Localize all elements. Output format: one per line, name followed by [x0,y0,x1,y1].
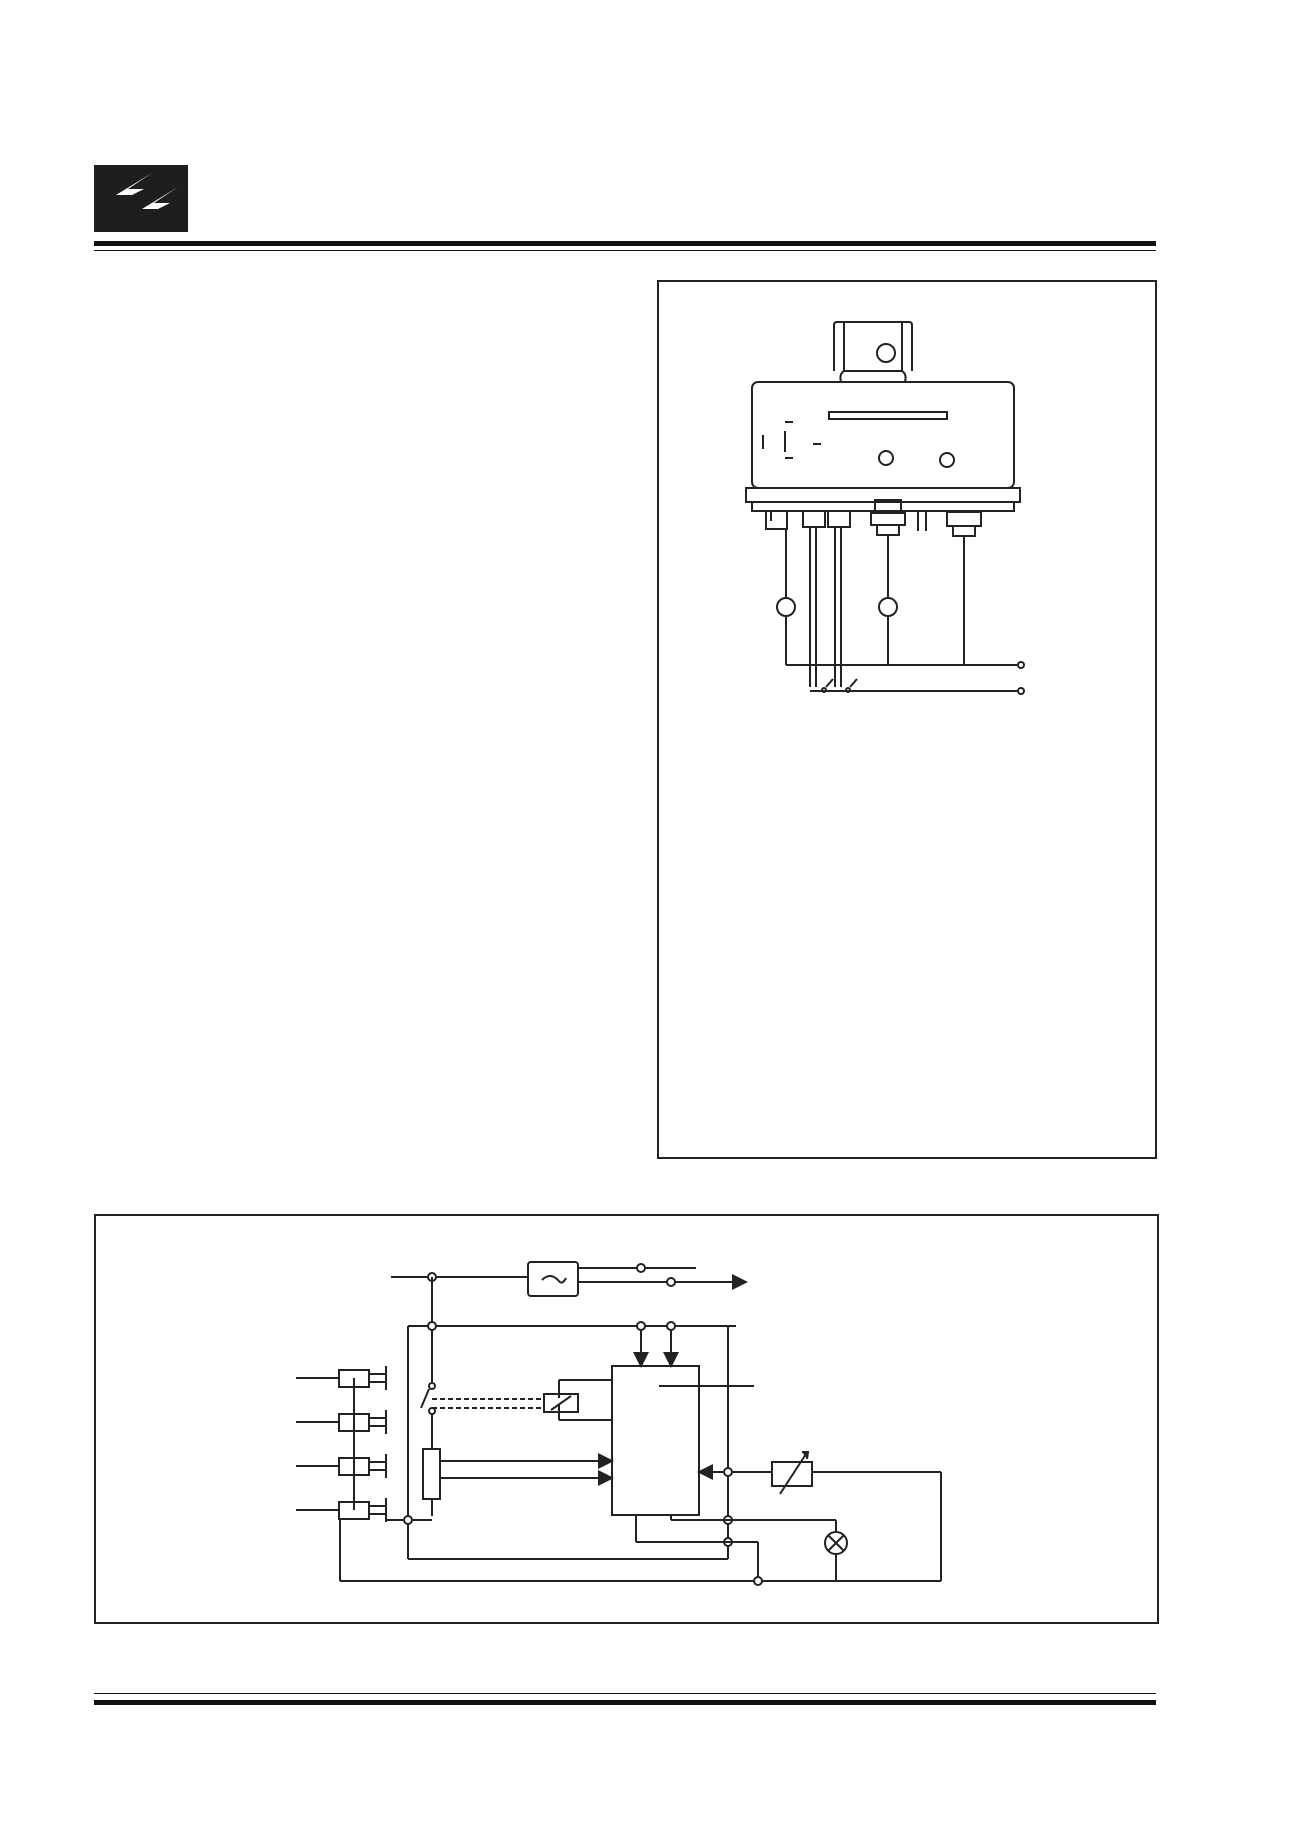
device-figure-frame [657,280,1157,1159]
block-circuit-schematic [296,1261,942,1586]
footer-rule-thin [94,1693,1156,1694]
lightning-bolts-graphic [104,173,178,223]
header-rule-thin [94,250,1156,251]
header-rule-thick [94,241,1156,246]
lightning-bolts-icon [94,165,188,232]
footer-rule-thick [94,1700,1156,1705]
schematic-figure-frame [94,1214,1159,1624]
relay-module-drawing [745,321,1025,695]
